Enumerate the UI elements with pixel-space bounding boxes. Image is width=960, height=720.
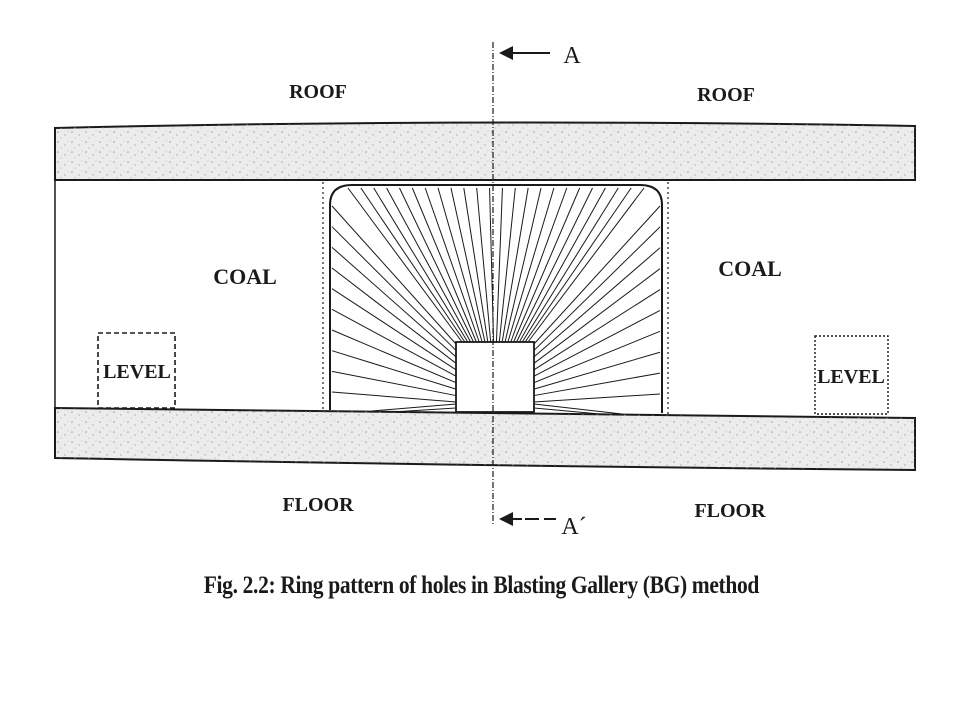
blast-hole-line [331,246,457,358]
blast-hole-line [399,187,474,343]
blast-hole-line [533,247,661,358]
blast-hole-line [331,267,457,364]
blast-hole-line [331,288,457,371]
blast-hole-line [516,187,593,343]
blast-hole-line [533,351,661,390]
blast-hole-line [331,370,457,397]
blast-hole-line [504,187,542,343]
blast-hole-line [533,268,661,364]
floor-band [54,406,916,472]
blast-hole-line [373,187,469,343]
blast-hole-fan [331,187,661,415]
blast-hole-line [518,187,606,343]
blast-hole-line [533,407,601,415]
blast-hole-line [527,187,645,343]
blast-hole-line [533,372,661,397]
blast-hole-line [495,187,503,343]
section-label-top: A [563,43,581,69]
blast-hole-line [331,350,457,390]
blast-hole-line [386,187,472,343]
floor-label-left: FLOOR [282,494,354,516]
gallery-opening [455,341,535,413]
blast-hole-line [450,187,486,343]
blast-hole-line [371,403,457,412]
coal-label-right: COAL [718,256,782,281]
blast-hole-line [521,187,619,343]
blast-hole-line [489,187,495,343]
section-arrow-top [499,46,550,60]
blast-hole-line [331,205,457,345]
section-label-bottom: A´ [561,514,586,540]
blast-hole-line [513,187,581,343]
blast-hole-line [501,187,529,343]
blast-hole-line [331,226,457,351]
blast-hole-line [463,187,489,343]
blast-hole-line [533,330,661,384]
level-box-left [97,332,176,409]
level-label-left: LEVEL [103,361,171,383]
roof-label-right: ROOF [697,84,755,106]
roof-band [54,121,916,181]
blast-hole-line [524,187,632,343]
level-box-right [814,335,889,415]
blast-hole-line [498,187,516,343]
blast-hole-line [411,187,477,343]
blast-hole-line [347,187,463,343]
blast-hole-line [391,407,457,413]
blast-hole-line [476,187,492,343]
blast-hole-line [507,187,555,343]
level-label-right: LEVEL [817,366,885,388]
blast-hole-line [437,187,483,343]
blast-hole-line [331,308,457,377]
figure-caption: Fig. 2.2: Ring pattern of holes in Blast… [203,572,760,599]
blast-hole-line [360,187,466,343]
section-arrow-bottom [499,512,556,526]
blast-hole-line [331,391,457,403]
blast-hole-line [533,393,661,403]
ring-outline [329,184,663,413]
blast-hole-line [424,187,480,343]
roof-label-left: ROOF [289,81,347,103]
floor-label-right: FLOOR [694,500,766,522]
blast-hole-line [533,289,661,371]
blast-hole-line [331,329,457,384]
blast-hole-line [533,205,661,345]
blast-hole-line [533,226,661,351]
blast-hole-line [533,310,661,377]
coal-label-left: COAL [213,264,277,289]
blast-hole-line [533,403,623,415]
blast-hole-line [510,187,568,343]
